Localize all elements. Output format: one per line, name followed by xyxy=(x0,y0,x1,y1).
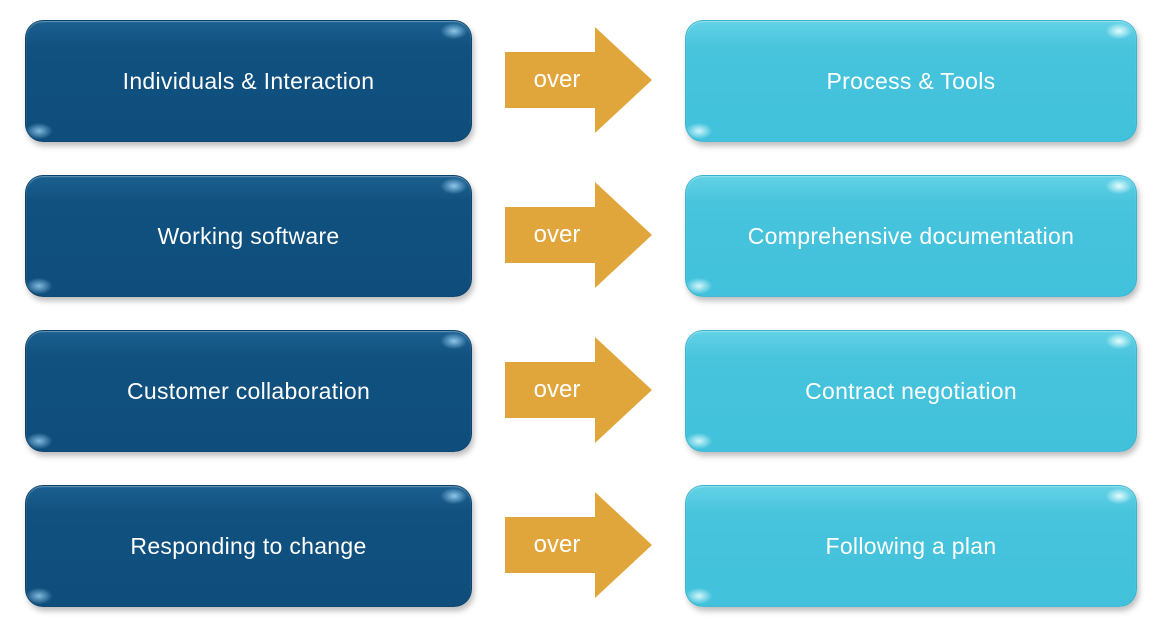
left-value-box: Customer collaboration xyxy=(25,330,472,452)
arrow-label: over xyxy=(533,531,581,558)
left-value-label: Customer collaboration xyxy=(126,377,371,404)
over-arrow-icon: over xyxy=(505,492,652,598)
left-value-box: Individuals & Interaction xyxy=(25,20,472,142)
left-value-box: Working software xyxy=(25,175,472,297)
left-value-label: Responding to change xyxy=(130,532,367,559)
over-arrow-icon: over xyxy=(505,337,652,443)
right-value-box: Following a plan xyxy=(685,485,1137,607)
right-value-box: Contract negotiation xyxy=(685,330,1137,452)
right-value-label: Process & Tools xyxy=(826,67,996,94)
arrow-label: over xyxy=(533,376,581,403)
diagram-row: Responding to change over Following a pl… xyxy=(0,485,1167,607)
left-value-label: Individuals & Interaction xyxy=(122,67,375,94)
diagram-row: Individuals & Interaction over Process &… xyxy=(0,20,1167,142)
right-value-box: Process & Tools xyxy=(685,20,1137,142)
left-value-label: Working software xyxy=(157,222,340,249)
right-value-label: Contract negotiation xyxy=(805,377,1017,404)
left-value-box: Responding to change xyxy=(25,485,472,607)
over-arrow-icon: over xyxy=(505,27,652,133)
arrow-label: over xyxy=(533,221,581,248)
diagram-row: Customer collaboration over Contract neg… xyxy=(0,330,1167,452)
arrow-label: over xyxy=(533,66,581,93)
diagram-row: Working software over Comprehensive docu… xyxy=(0,175,1167,297)
right-value-box: Comprehensive documentation xyxy=(685,175,1137,297)
right-value-label: Following a plan xyxy=(825,532,997,559)
over-arrow-icon: over xyxy=(505,182,652,288)
right-value-label: Comprehensive documentation xyxy=(747,222,1075,249)
